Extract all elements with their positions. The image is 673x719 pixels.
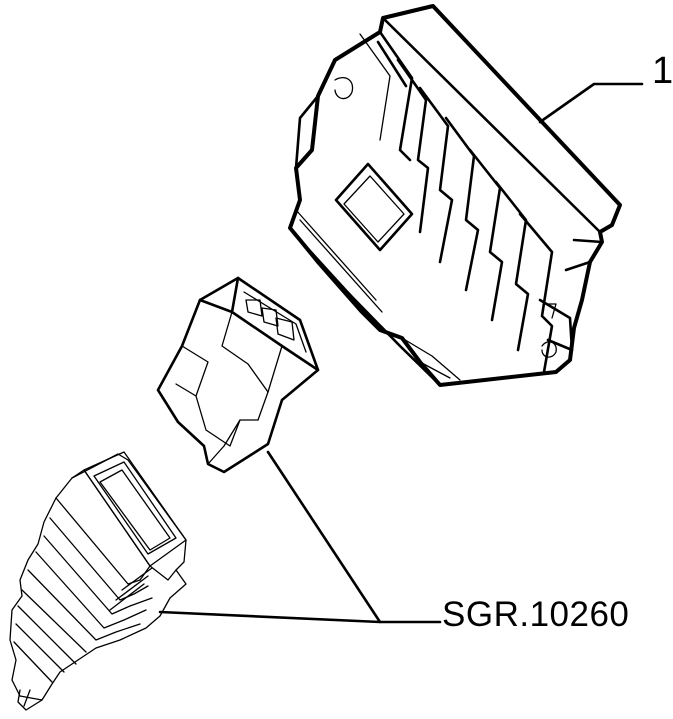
connector-housing [156, 276, 320, 474]
brake-light-switch [9, 451, 187, 711]
callout-label-part-1: 1 [652, 50, 673, 92]
leader-lines [158, 82, 644, 624]
leader-line-part-1 [538, 82, 644, 124]
callout-label-part-2: SGR.10260 [442, 595, 630, 634]
leader-line-connector [266, 450, 442, 624]
control-module [288, 4, 622, 387]
leader-line-switch [158, 610, 382, 624]
